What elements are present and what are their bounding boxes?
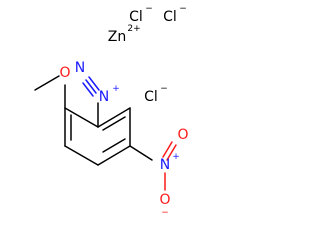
bonds <box>34 75 177 191</box>
atom-o-methoxy: O <box>59 65 70 81</box>
atom-n-nitro: N + <box>160 152 180 173</box>
bond-o-methyl <box>34 75 60 91</box>
chloride-ion-1: Cl − <box>129 4 153 25</box>
ring-bond-c6-c1 <box>64 107 99 128</box>
bond-n-n-triple-3 <box>82 82 94 97</box>
chloride-ion-2: Cl − <box>163 4 187 25</box>
o-nitro-bottom-symbol: O <box>159 192 170 208</box>
cl3-symbol: Cl <box>144 89 158 105</box>
chemical-structure-diagram: Cl − Cl − Zn 2+ Cl − <box>34 4 189 218</box>
bond-n-o-double-1 <box>162 141 173 158</box>
atom-o-nitro-bottom: O − <box>159 192 170 218</box>
n-diazo-charge: + <box>112 84 120 94</box>
n-nitro-symbol: N <box>160 157 170 173</box>
bond-n-n-triple-2 <box>88 76 100 91</box>
ring-bond-c4-c5 <box>64 145 99 166</box>
ring-bond-c1-c2 <box>97 107 131 128</box>
atom-n-terminal: N <box>75 60 85 76</box>
cl1-charge: − <box>145 4 153 14</box>
cl3-charge: − <box>160 84 168 94</box>
bond-n-n-triple-1 <box>85 79 97 94</box>
n-terminal-symbol: N <box>75 60 85 76</box>
atom-n-diazonium: N + <box>99 84 120 105</box>
o-methoxy-symbol: O <box>59 65 70 81</box>
zinc-ion: Zn 2+ <box>108 24 141 45</box>
cl2-symbol: Cl <box>163 9 177 25</box>
ring-bond-c3-c4 <box>97 145 131 166</box>
zn-symbol: Zn <box>108 29 126 45</box>
o-nitro-bottom-charge: − <box>161 208 169 218</box>
bond-n-o-double-2 <box>166 144 177 161</box>
cl2-charge: − <box>179 4 187 14</box>
cl1-symbol: Cl <box>129 9 143 25</box>
n-diazo-symbol: N <box>99 89 109 105</box>
atom-o-nitro-top: O <box>177 127 188 143</box>
zn-charge: 2+ <box>127 24 140 34</box>
ring-inner-bond-1 <box>102 116 126 131</box>
ring-inner-bond-2 <box>102 138 126 153</box>
n-nitro-charge: + <box>172 152 180 162</box>
bond-c-n-nitro <box>129 145 153 161</box>
o-nitro-top-symbol: O <box>177 127 188 143</box>
chloride-ion-3: Cl − <box>144 84 168 105</box>
